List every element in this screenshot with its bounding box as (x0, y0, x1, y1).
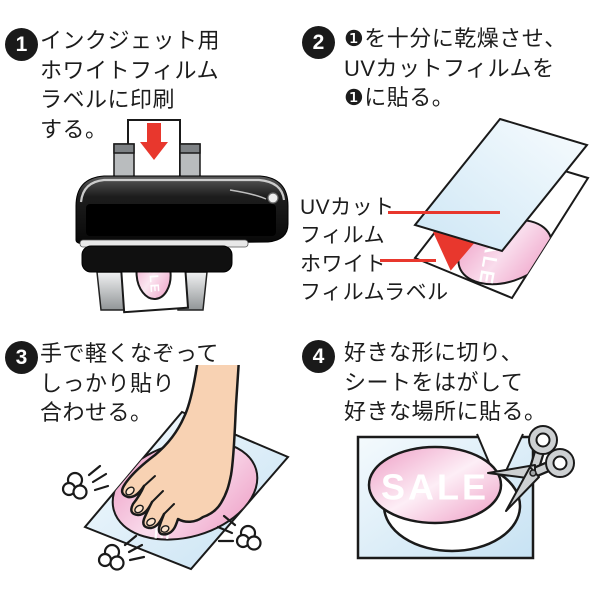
step-4-badge: 4 (302, 340, 335, 373)
feed-down-arrow-icon (140, 123, 168, 160)
white-film-label-line-1: ホワイト (300, 253, 386, 276)
step-2-line-3: ❶に貼る。 (344, 85, 455, 110)
printer-body (75, 175, 289, 273)
hand-pressing-illustration: SALE (61, 365, 290, 571)
step-4-line-1: 好きな形に切り、 (344, 340, 524, 365)
step-2-badge: 2 (302, 26, 335, 59)
step-2-text: ❶を十分に乾燥させ、 UVカットフィルムを ❶に貼る。 (344, 24, 567, 113)
step-3-text: 手で軽くなぞって しっかり貼り 合わせる。 (40, 339, 219, 428)
white-film-leader-line (380, 259, 436, 262)
press-puff-icon (216, 514, 262, 551)
step-1-line-1: インクジェット用 (40, 28, 221, 53)
step-2-line-1: ❶を十分に乾燥させ、 (344, 26, 567, 51)
pressing-hand (120, 365, 240, 536)
press-puff-icon (97, 534, 146, 571)
sale-sticker-oval (367, 445, 503, 525)
uv-film-leader-line (388, 211, 500, 214)
printer-illustration: SALE (75, 119, 289, 314)
step-1-line-3: ラベルに印刷 (40, 87, 176, 112)
step-2-line-2: UVカットフィルムを (344, 55, 555, 81)
film-layers-illustration: SALE (413, 117, 590, 300)
step-3-line-1: 手で軽くなぞって (40, 341, 219, 366)
step-1-line-2: ホワイトフィルム (40, 57, 220, 83)
step-3-badge: 3 (5, 341, 38, 374)
step-4-text: 好きな形に切り、 シートをはがして 好きな場所に貼る。 (344, 338, 547, 427)
step-1-text: インクジェット用 ホワイトフィルム ラベルに印刷 する。 (40, 26, 220, 144)
finger-creases (143, 475, 175, 515)
power-light-icon (267, 192, 279, 204)
sale-sticker-text: SALE (381, 467, 489, 508)
white-film-label-line-2: フィルムラベル (300, 281, 449, 304)
step-3-line-3: 合わせる。 (40, 400, 153, 425)
cutting-illustration: SALE (356, 425, 575, 560)
step-1-badge: 1 (5, 28, 38, 61)
uv-cut-film-sheet (413, 117, 589, 253)
fingernails (125, 486, 170, 533)
scissors-icon (487, 425, 575, 512)
step-4-line-2: シートをはがして (344, 369, 524, 395)
step-4-line-3: 好きな場所に貼る。 (344, 399, 547, 424)
uv-film-label-line-2: フィルム (300, 224, 386, 247)
uv-film-label-line-1: UVカット (300, 196, 395, 219)
step-1-line-4: する。 (40, 116, 108, 142)
step-3-line-2: しっかり貼り (40, 370, 176, 396)
press-puff-icon (61, 464, 110, 500)
